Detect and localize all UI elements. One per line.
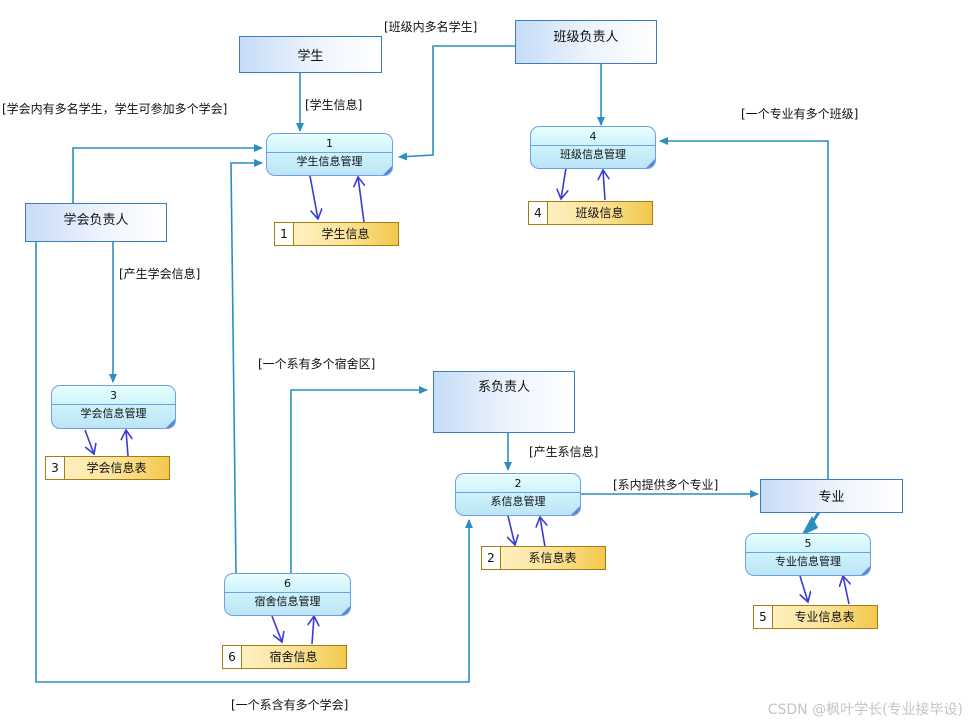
entity-class-head[interactable]: 班级负责人 bbox=[515, 20, 657, 64]
entity-dept-head-label: 系负责人 bbox=[477, 380, 530, 395]
store-flow-p4-read bbox=[603, 170, 605, 201]
process-6-name: 宿舍信息管理 bbox=[254, 595, 321, 608]
store-flow-p4-write bbox=[561, 167, 566, 199]
store-flow-p1-write bbox=[309, 175, 318, 219]
flow-label-dept-many-dorms: [一个系有多个宿舍区] bbox=[258, 357, 376, 371]
entity-student[interactable]: 学生 bbox=[239, 36, 382, 73]
store-3-number: 3 bbox=[46, 457, 65, 479]
flow-label-produce-dept-info: [产生系信息] bbox=[529, 445, 599, 459]
store-2-number: 2 bbox=[482, 547, 501, 569]
entity-class-head-label: 班级负责人 bbox=[553, 30, 619, 45]
process-1-name: 学生信息管理 bbox=[296, 155, 363, 168]
store-flow-p3-read bbox=[126, 430, 128, 457]
process-6-number: 6 bbox=[225, 575, 350, 593]
flow-assochead-to-p1 bbox=[72, 144, 263, 203]
flow-label-student-info: [学生信息] bbox=[305, 98, 363, 112]
watermark-text: CSDN @枫叶学长(专业接毕设) bbox=[767, 702, 963, 718]
store-6[interactable]: 6 宿舍信息 bbox=[222, 645, 347, 669]
entity-assoc-head[interactable]: 学会负责人 bbox=[25, 203, 167, 242]
flow-label-produce-assoc-info: [产生学会信息] bbox=[119, 267, 201, 281]
store-2[interactable]: 2 系信息表 bbox=[481, 546, 606, 570]
process-1-number: 1 bbox=[267, 135, 392, 153]
store-flow-p5-write bbox=[799, 575, 808, 602]
process-fold-corner bbox=[571, 506, 580, 515]
store-4-name: 班级信息 bbox=[575, 206, 624, 220]
process-fold-corner bbox=[646, 159, 655, 168]
entity-assoc-head-label: 学会负责人 bbox=[63, 213, 129, 228]
entity-major[interactable]: 专业 bbox=[760, 479, 903, 513]
store-flow-p2-write bbox=[508, 515, 515, 545]
entity-major-label: 专业 bbox=[818, 490, 845, 505]
store-1[interactable]: 1 学生信息 bbox=[274, 222, 399, 246]
flow-major-to-p4 bbox=[659, 137, 829, 479]
flow-assochead-to-p2 bbox=[35, 242, 473, 683]
store-flow-p5-read bbox=[843, 576, 849, 605]
store-flow-p2-read bbox=[540, 517, 545, 548]
process-3-number: 3 bbox=[52, 387, 175, 405]
store-1-name: 学生信息 bbox=[321, 227, 370, 241]
process-2-name: 系信息管理 bbox=[490, 495, 546, 508]
process-2-number: 2 bbox=[456, 475, 580, 493]
process-fold-corner bbox=[341, 606, 350, 615]
process-4-name: 班级信息管理 bbox=[560, 148, 626, 161]
process-5-name: 专业信息管理 bbox=[775, 555, 841, 568]
entity-dept-head[interactable]: 系负责人 bbox=[433, 371, 575, 433]
store-flow-p6-read bbox=[312, 616, 314, 645]
store-5-number: 5 bbox=[754, 606, 773, 628]
store-flow-p3-write bbox=[84, 429, 94, 454]
process-5-number: 5 bbox=[746, 535, 870, 553]
process-fold-corner bbox=[383, 166, 392, 175]
process-4[interactable]: 4 班级信息管理 bbox=[530, 126, 656, 169]
store-flow-p1-read bbox=[358, 177, 364, 223]
process-5[interactable]: 5 专业信息管理 bbox=[745, 533, 871, 576]
store-6-name: 宿舍信息 bbox=[269, 650, 318, 664]
process-2[interactable]: 2 系信息管理 bbox=[455, 473, 581, 516]
flow-label-dept-many-majors: [系内提供多个专业] bbox=[613, 478, 719, 492]
flow-p6-to-p1 bbox=[230, 159, 263, 574]
store-4[interactable]: 4 班级信息 bbox=[528, 201, 653, 225]
entity-student-label: 学生 bbox=[297, 49, 324, 64]
store-flow-p6-write bbox=[271, 615, 282, 642]
flow-label-assoc-many-students: [学会内有多名学生，学生可参加多个学会] bbox=[2, 102, 228, 116]
store-2-name: 系信息表 bbox=[528, 551, 577, 565]
flow-p6-to-depthead bbox=[290, 386, 428, 573]
process-fold-corner bbox=[861, 566, 870, 575]
flow-label-dept-many-assocs: [一个系含有多个学会] bbox=[231, 698, 349, 712]
flow-classhead-to-p1 bbox=[398, 45, 516, 161]
flow-label-class-many-students: [班级内多名学生] bbox=[384, 20, 478, 34]
flow-label-major-many-classes: [一个专业有多个班级] bbox=[741, 107, 859, 121]
store-5[interactable]: 5 专业信息表 bbox=[753, 605, 878, 629]
store-1-number: 1 bbox=[275, 223, 294, 245]
store-3[interactable]: 3 学会信息表 bbox=[45, 456, 170, 480]
store-4-number: 4 bbox=[529, 202, 548, 224]
process-fold-corner bbox=[166, 419, 175, 428]
store-3-name: 学会信息表 bbox=[86, 461, 147, 475]
process-3-name: 学会信息管理 bbox=[80, 407, 147, 420]
process-3[interactable]: 3 学会信息管理 bbox=[51, 385, 176, 429]
process-6[interactable]: 6 宿舍信息管理 bbox=[224, 573, 351, 616]
process-1[interactable]: 1 学生信息管理 bbox=[266, 133, 393, 176]
store-5-name: 专业信息表 bbox=[794, 610, 855, 624]
store-6-number: 6 bbox=[223, 646, 242, 668]
process-4-number: 4 bbox=[531, 128, 655, 146]
